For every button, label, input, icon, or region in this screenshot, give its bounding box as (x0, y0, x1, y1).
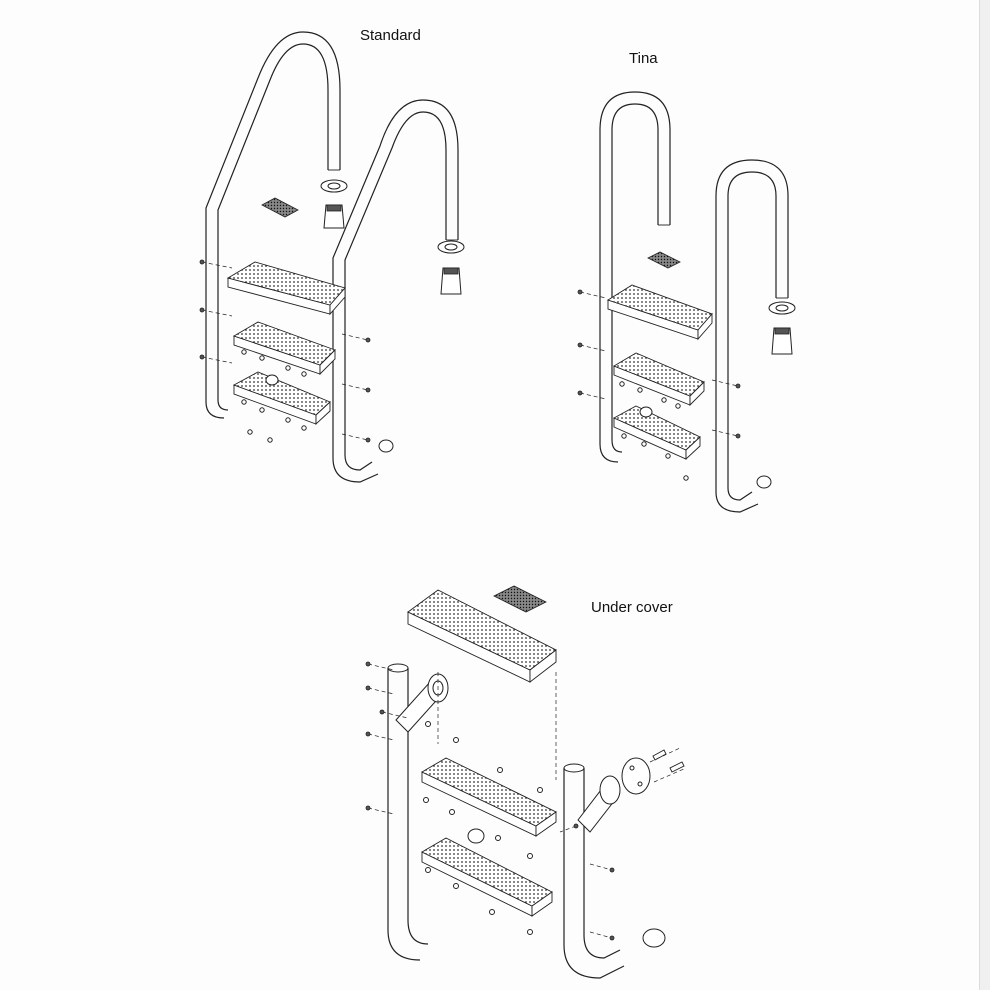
under-cover-mesh-insert (493, 585, 547, 613)
under-cover-tread-3 (421, 837, 553, 917)
standard-right-rail (332, 99, 459, 483)
page-edge (979, 0, 990, 990)
under-cover-tread-top (407, 589, 557, 683)
standard-left-rail (205, 31, 341, 419)
under-cover-left-rail (387, 663, 429, 961)
standard-tread-3 (232, 371, 331, 426)
tina-bumper (639, 406, 653, 418)
tina-anchor (768, 301, 796, 355)
tina-bolts (577, 289, 741, 481)
tina-tread-2 (612, 352, 705, 407)
standard-ladder (199, 31, 465, 483)
label-standard: Standard (360, 27, 421, 44)
tina-tread-1 (606, 284, 713, 341)
under-cover-ladder (365, 585, 687, 979)
under-cover-bumper (467, 828, 485, 844)
tina-mesh-insert (647, 251, 681, 269)
tina-right-rail (715, 159, 789, 513)
label-under-cover: Under cover (591, 599, 673, 616)
tina-ladder (577, 91, 796, 513)
under-cover-right-anchor (577, 747, 687, 833)
under-cover-bolts (365, 661, 615, 941)
tina-left-rail (599, 91, 671, 463)
standard-end-cap (378, 439, 394, 453)
standard-tread-1 (226, 261, 346, 316)
under-cover-left-anchor (395, 673, 449, 733)
under-cover-right-rail (563, 763, 625, 979)
standard-mesh-insert (261, 197, 299, 218)
standard-bolts (199, 259, 371, 443)
standard-anchor-left (320, 179, 348, 229)
label-tina: Tina (629, 50, 658, 67)
tina-tread-3 (612, 405, 701, 461)
tina-end-cap (756, 475, 772, 489)
standard-anchor-right (437, 240, 465, 295)
standard-bumper (265, 374, 279, 386)
standard-tread-2 (232, 321, 336, 376)
under-cover-tread-2 (421, 757, 557, 837)
under-cover-end-cap (642, 928, 666, 948)
